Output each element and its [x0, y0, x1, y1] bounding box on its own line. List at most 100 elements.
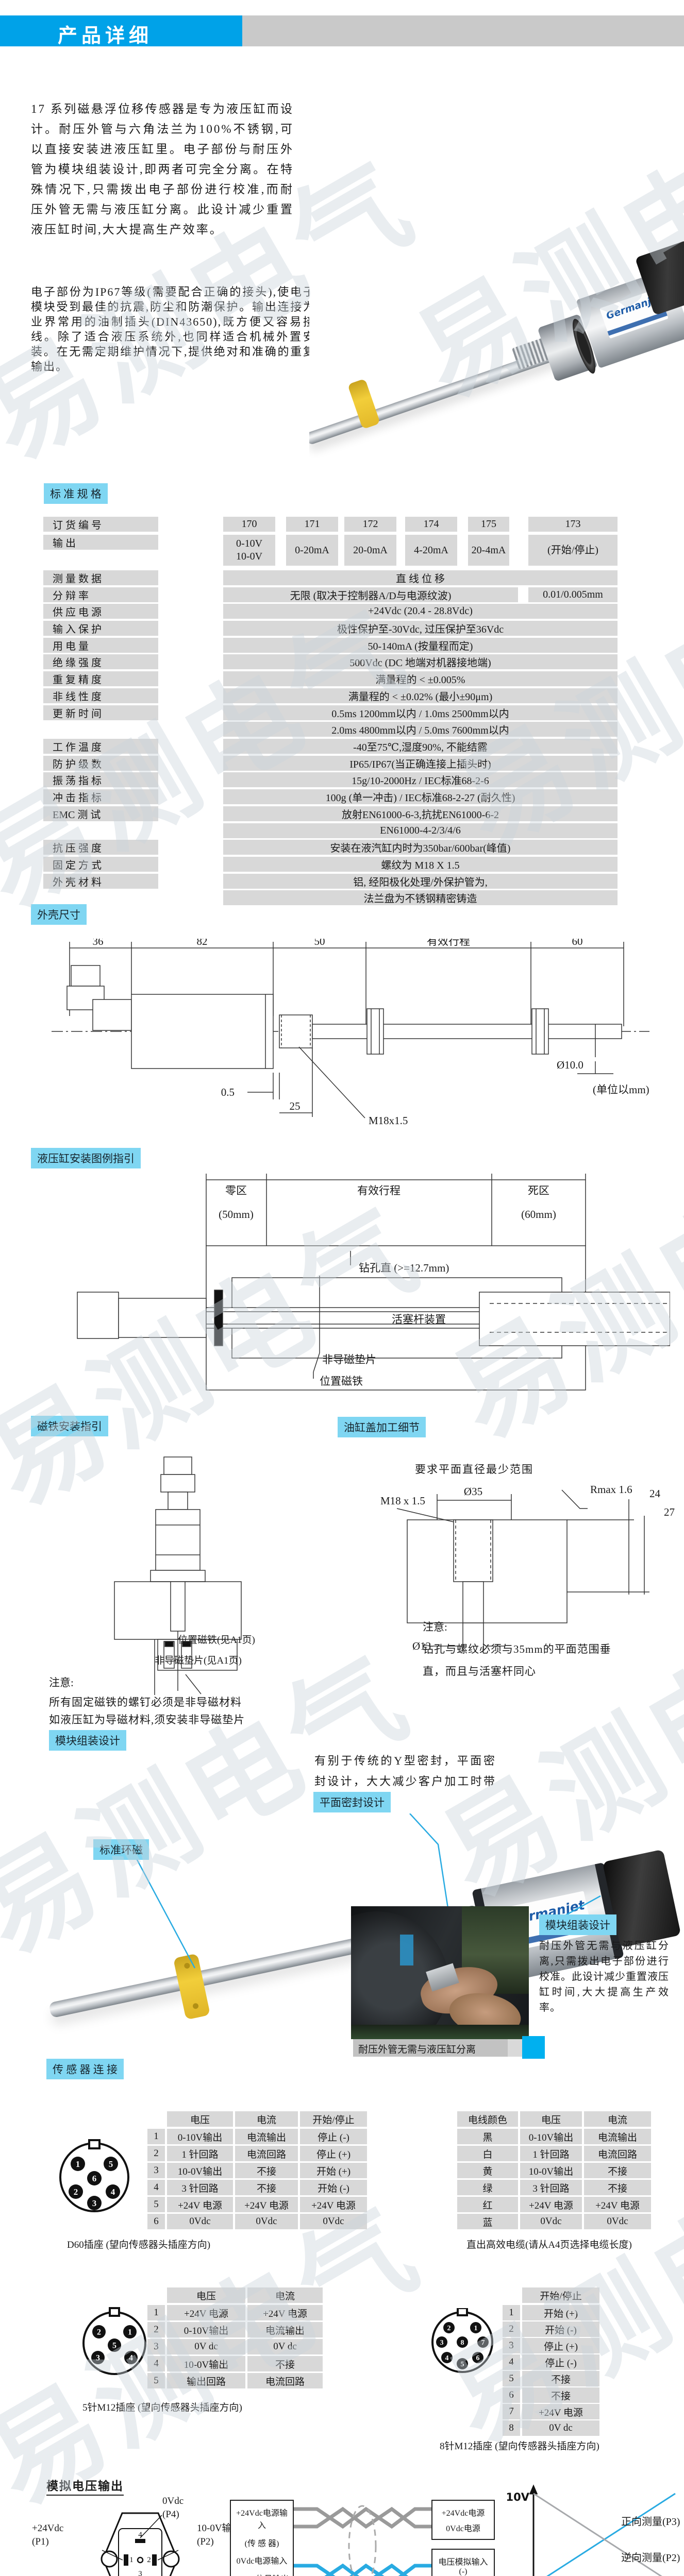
pin-number-cell: 2	[147, 2322, 165, 2337]
ring-magnet-label: 标准环磁	[93, 1839, 149, 1860]
pin-number-cell: 1	[147, 2305, 165, 2320]
table-cell: 0V dc	[522, 2420, 599, 2436]
spec-row-value: IP65/IP67(当正确连接上插头时)	[223, 756, 618, 771]
table-header: 电压	[520, 2111, 582, 2127]
table-cell: +24V 电源	[520, 2197, 582, 2212]
pin-number: 2	[97, 2328, 101, 2337]
connector-pin	[124, 2351, 138, 2364]
connector-pin	[457, 2358, 468, 2369]
spec-row-value: 满量程的 < ±0.005%	[223, 671, 618, 686]
spec-row-value: 螺纹为 M18 X 1.5	[223, 857, 618, 872]
spec-row-value: 直 线 位 移	[223, 570, 618, 585]
pin-number-cell: 7	[503, 2404, 520, 2419]
connector-pin	[477, 2336, 489, 2348]
connector-pin	[443, 2322, 455, 2333]
table-cell: 电流回路	[584, 2146, 651, 2161]
spec-order-value: 175	[468, 517, 509, 532]
spec-output-value: 0-20mA	[286, 535, 338, 566]
dim-82: 82	[197, 939, 208, 947]
cover-rmax: Rmax 1.6	[590, 1483, 632, 1496]
intro-paragraph-1: 17 系列磁悬浮位移传感器是专为液压缸而设计。耐压外管与六角法兰为100%不锈钢…	[31, 103, 294, 236]
section-label-module: 模块组装设计	[49, 1730, 126, 1751]
pin-number-cell: 5	[503, 2371, 520, 2386]
spec-row-value: 放射EN61000-6-3,抗扰EN61000-6-2	[223, 806, 618, 821]
voltage-pin4-label: 0Vdc (P4)	[162, 2496, 184, 2520]
pin-number-cell: 黄	[457, 2163, 518, 2178]
spec-row-label: 订 货 编 号	[43, 517, 158, 532]
spec-row-label: EMC 测 试	[43, 806, 158, 821]
spec-output-value: 4-20mA	[405, 535, 457, 566]
pin-number-cell: 黑	[457, 2129, 518, 2144]
label-dead-mm: (60mm)	[521, 1208, 556, 1221]
connector-pin	[472, 2352, 483, 2363]
wiring-box-line: +24Vdc电源	[441, 2509, 485, 2518]
spec-row-label: 更 新 时 间	[43, 705, 158, 720]
section-label-dimensions: 外壳尺寸	[31, 904, 87, 925]
table-cell: 0-10V输出	[167, 2322, 245, 2337]
table-cell: 电流回路	[247, 2373, 323, 2388]
pin-number: 3	[92, 2198, 97, 2208]
spec-row-value: 极性保护至-30Vdc, 过压保护至36Vdc	[223, 621, 618, 636]
label-zero-zone: 零区	[225, 1184, 247, 1197]
table-header: 电线颜色	[457, 2111, 518, 2127]
dim-36: 36	[93, 939, 104, 947]
spec-row-value: 0.01/0.005mm	[528, 587, 618, 602]
spec-row-label: 输 入 保 护	[43, 621, 158, 636]
spec-row-label: 重 复 精 度	[43, 671, 158, 686]
spec-row-label: 测 量 数 据	[43, 570, 158, 585]
label-stroke: 有效行程	[357, 1184, 401, 1197]
pin-number: 2	[74, 2187, 78, 2197]
pin-number-cell: 4	[147, 2180, 165, 2195]
table-cell: 电流输出	[247, 2322, 323, 2337]
photo-caption-gray	[508, 2039, 522, 2057]
header-gray-bar	[242, 15, 684, 46]
voltage-wiring	[294, 2505, 431, 2576]
calibration-photo	[351, 1906, 529, 2039]
spec-row-label: 工 作 温 度	[43, 739, 158, 754]
pin-number-cell: 4	[147, 2356, 165, 2371]
page-title: 产品详细	[58, 24, 153, 47]
label-piston: 活塞杆装置	[392, 1313, 446, 1326]
table-cell: 不接	[584, 2163, 651, 2178]
intro-paragraph-2: 电子部份为IP67等级(需要配合正确的接头),使电子模块受到最佳的抗震,防尘和防…	[31, 285, 315, 373]
magnet-note-line1: 所有固定磁铁的螺钉必须是非导磁材料	[49, 1696, 242, 1708]
table-cell: 0-10V输出	[520, 2129, 582, 2144]
table-cell: +24V 电源	[167, 2305, 245, 2320]
pin-number-cell: 1	[147, 2129, 165, 2144]
connector-pin	[123, 2325, 137, 2338]
table-cell: 不接	[247, 2356, 323, 2371]
table-cell: 停止 (-)	[300, 2129, 367, 2144]
cover-dia35: Ø35	[464, 1485, 482, 1498]
table-cell: +24V 电源	[584, 2197, 651, 2212]
connector-pin	[71, 2157, 85, 2171]
table-header: 开始/停止	[300, 2111, 367, 2127]
section-title-voltage: 模拟电压输出	[46, 2476, 124, 2496]
table-cell: 1 针回路	[167, 2146, 233, 2161]
hex-pin-number: 3	[138, 2570, 142, 2576]
table-cell: 开始 (-)	[522, 2321, 599, 2337]
connector-pin	[441, 2352, 453, 2363]
callout-position-magnet: 位置磁铁(见A1页)	[178, 1635, 255, 1646]
pin-number: 2	[447, 2325, 451, 2332]
table-cell: +24V 电源	[522, 2404, 599, 2419]
dim-diameter: Ø10.0	[557, 1059, 583, 1071]
photo-caption: 耐压外管无需与液压缸分离	[358, 2044, 476, 2055]
table-cell: +24V 电源	[300, 2197, 367, 2212]
caption-m12-5: 5针M12插座 (望向传感器头插座方向)	[82, 2402, 242, 2413]
dim-unit: (单位以mm)	[593, 1083, 649, 1096]
voltage-line-down-label: 逆向测量(P2)	[621, 2552, 680, 2564]
section-label-magnet-install: 磁铁安装指引	[31, 1416, 108, 1436]
table-cell: 输出回路	[167, 2373, 245, 2388]
label-dead-zone: 死区	[528, 1184, 549, 1197]
voltage-ymax: 10V	[506, 2491, 530, 2503]
seal-design-label: 平面密封设计	[313, 1792, 391, 1812]
section-label-specs: 标 准 规 格	[44, 483, 108, 504]
spec-row-label: 冲 击 指 标	[43, 789, 158, 804]
spec-output-value: 0-10V 10-0V	[223, 535, 275, 566]
connector-pin	[87, 2196, 102, 2210]
table-cell: 不接	[235, 2163, 298, 2178]
pin-number: 6	[92, 2174, 97, 2183]
table-cell: 0V dc	[167, 2339, 245, 2354]
spec-row-value: +24Vdc (20.4 - 28.8Vdc)	[223, 604, 618, 619]
